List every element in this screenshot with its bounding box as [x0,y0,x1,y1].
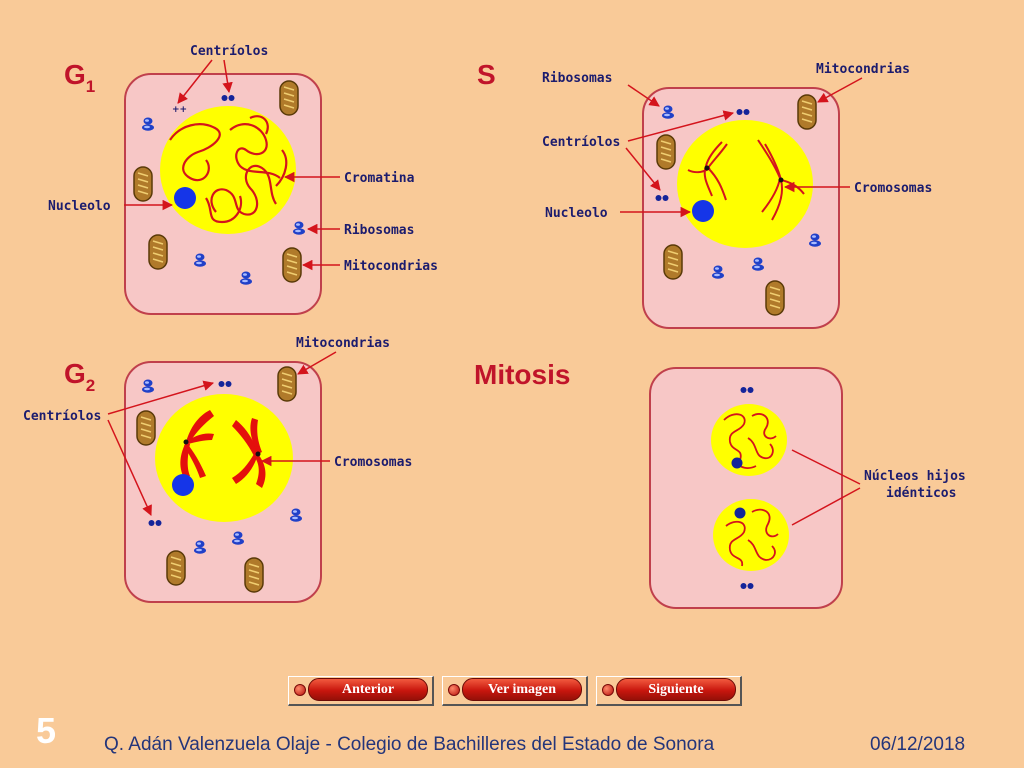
g2-nucleus [155,394,293,522]
g1-mitochondrion-2 [133,166,153,202]
phase-g2-title: G2 [64,358,95,395]
daughter-nucleus-2-chromatin [725,508,779,567]
g2-chromosomes [180,410,266,488]
s-label-ribosomas: Ribosomas [542,71,612,86]
g2-label-cromosomas: Cromosomas [334,455,412,470]
siguiente-bullet-icon [602,684,614,696]
s-mitochondrion-4 [765,280,785,316]
g1-label-cromatina: Cromatina [344,171,415,186]
g1-label-ribosomas: Ribosomas [344,223,414,238]
g1-label-centriolos: Centríolos [190,44,268,59]
s-mitochondrion-2 [656,134,676,170]
s-mitochondrion-3 [663,244,683,280]
g2-mitochondrion-3 [166,550,186,586]
g2-mitochondrion-2 [136,410,156,446]
g1-label-mitocondrias: Mitocondrias [344,259,438,274]
g2-label-mitocondrias: Mitocondrias [296,336,390,351]
g1-chromatin [169,115,288,224]
phase-s-title: S [477,59,496,90]
g1-label-nucleolo: Nucleolo [48,199,111,214]
siguiente-button-frame: Siguiente [596,676,742,706]
s-nucleolus [692,200,714,222]
s-label-centriolos: Centríolos [542,135,620,150]
g2-mitochondrion-1 [277,366,297,402]
g1-nucleolus [174,187,196,209]
g1-mitochondrion-4 [282,247,302,283]
footer-author: Q. Adán Valenzuela Olaje - Colegio de Ba… [104,734,715,755]
ver-imagen-bullet-icon [448,684,460,696]
g2-mitochondrion-4 [244,557,264,593]
footer-date: 06/12/2018 [870,734,966,755]
siguiente-button[interactable]: Siguiente [616,678,736,701]
g2-nucleolus [172,474,194,496]
s-mitochondrion-1 [797,94,817,130]
ver-imagen-button[interactable]: Ver imagen [462,678,582,701]
g2-label-centriolos: Centríolos [23,409,101,424]
g1-mitochondrion-1 [279,80,299,116]
anterior-bullet-icon [294,684,306,696]
daughter-nucleus-1 [711,404,787,476]
mitosis-label-line-1: Núcleos hijos [864,469,966,484]
mitosis-cell [649,367,843,609]
s-label-mitocondrias: Mitocondrias [816,62,910,77]
slide-number: 5 [36,710,57,751]
anterior-button-frame: Anterior [288,676,434,706]
mitosis-label-line-2: idénticos [886,486,956,501]
ver-imagen-button-frame: Ver imagen [442,676,588,706]
g1-mitochondrion-3 [148,234,168,270]
s-label-nucleolo: Nucleolo [545,206,608,221]
phase-g1-title: G1 [64,59,95,96]
g1-nucleus [160,106,296,234]
phase-mitosis-title: Mitosis [474,359,570,390]
s-label-cromosomas: Cromosomas [854,181,932,196]
g1-small-centrioles: ++ [172,105,187,115]
anterior-button[interactable]: Anterior [308,678,428,701]
